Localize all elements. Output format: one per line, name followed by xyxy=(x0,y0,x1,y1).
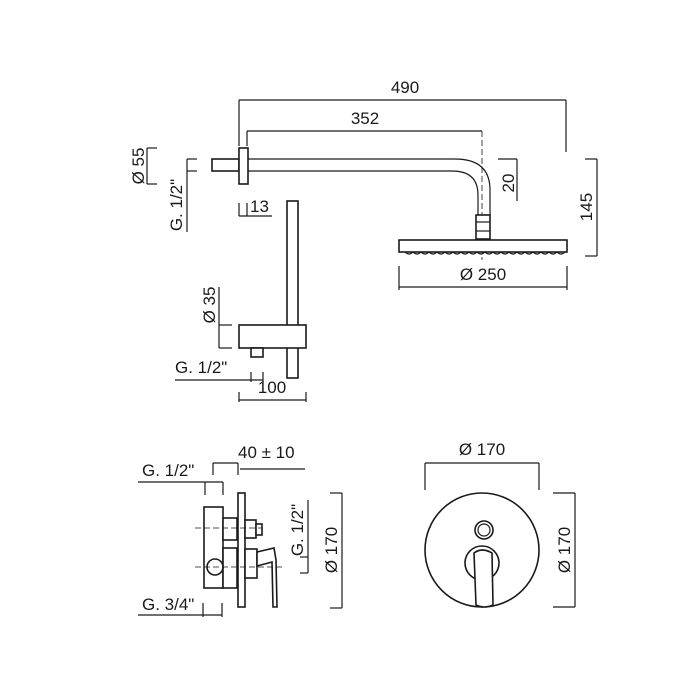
connector-nut xyxy=(475,214,491,240)
dim-145: 145 xyxy=(577,193,596,221)
shower-head xyxy=(398,239,568,253)
front-mixer-lever xyxy=(473,549,494,608)
dim-100: 100 xyxy=(258,378,286,397)
wall-outlet-bracket xyxy=(238,324,307,349)
inlet-nipple xyxy=(211,158,240,172)
valve-body xyxy=(203,506,224,589)
hose-outlet xyxy=(250,347,264,358)
mixer-lever xyxy=(256,547,278,608)
hand-shower-assembly: Ø 35 G. 1/2" 100 xyxy=(175,200,307,402)
dim-top-thread: G. 1/2" xyxy=(142,461,194,480)
dim-front-height: Ø 170 xyxy=(555,527,574,573)
cover-plate xyxy=(237,492,246,608)
dim-inlet-thread: G. 1/2" xyxy=(167,179,186,231)
dim-352: 352 xyxy=(351,109,379,128)
dim-bottom-thread: G. 3/4" xyxy=(142,595,194,614)
dim-plate-diameter: Ø 170 xyxy=(322,527,341,573)
dim-depth: 40 ± 10 xyxy=(238,443,295,462)
dim-490: 490 xyxy=(391,78,419,97)
dim-13: 13 xyxy=(250,197,269,216)
dim-outlet-diameter: Ø 35 xyxy=(200,287,219,324)
valve-side-view: 40 ± 10 G. 1/2" G. 1/2" Ø 170 G. 3/4" xyxy=(138,443,343,617)
dim-head-diameter: Ø 250 xyxy=(460,265,506,284)
dim-side-thread: G. 1/2" xyxy=(288,504,307,556)
shower-arm xyxy=(248,158,491,215)
lever-base xyxy=(244,548,258,579)
shower-arm-assembly: 490 352 Ø 250 20 145 Ø 55 xyxy=(129,78,598,290)
diverter-knob xyxy=(244,519,257,539)
dim-20: 20 xyxy=(499,174,518,193)
wall-flange xyxy=(238,147,249,185)
dim-front-width: Ø 170 xyxy=(459,440,505,459)
dim-outlet-thread: G. 1/2" xyxy=(175,358,227,377)
hand-shower-bar xyxy=(286,200,299,379)
valve-front-view: Ø 170 Ø 170 xyxy=(424,440,576,608)
dim-flange-diameter: Ø 55 xyxy=(129,148,148,185)
